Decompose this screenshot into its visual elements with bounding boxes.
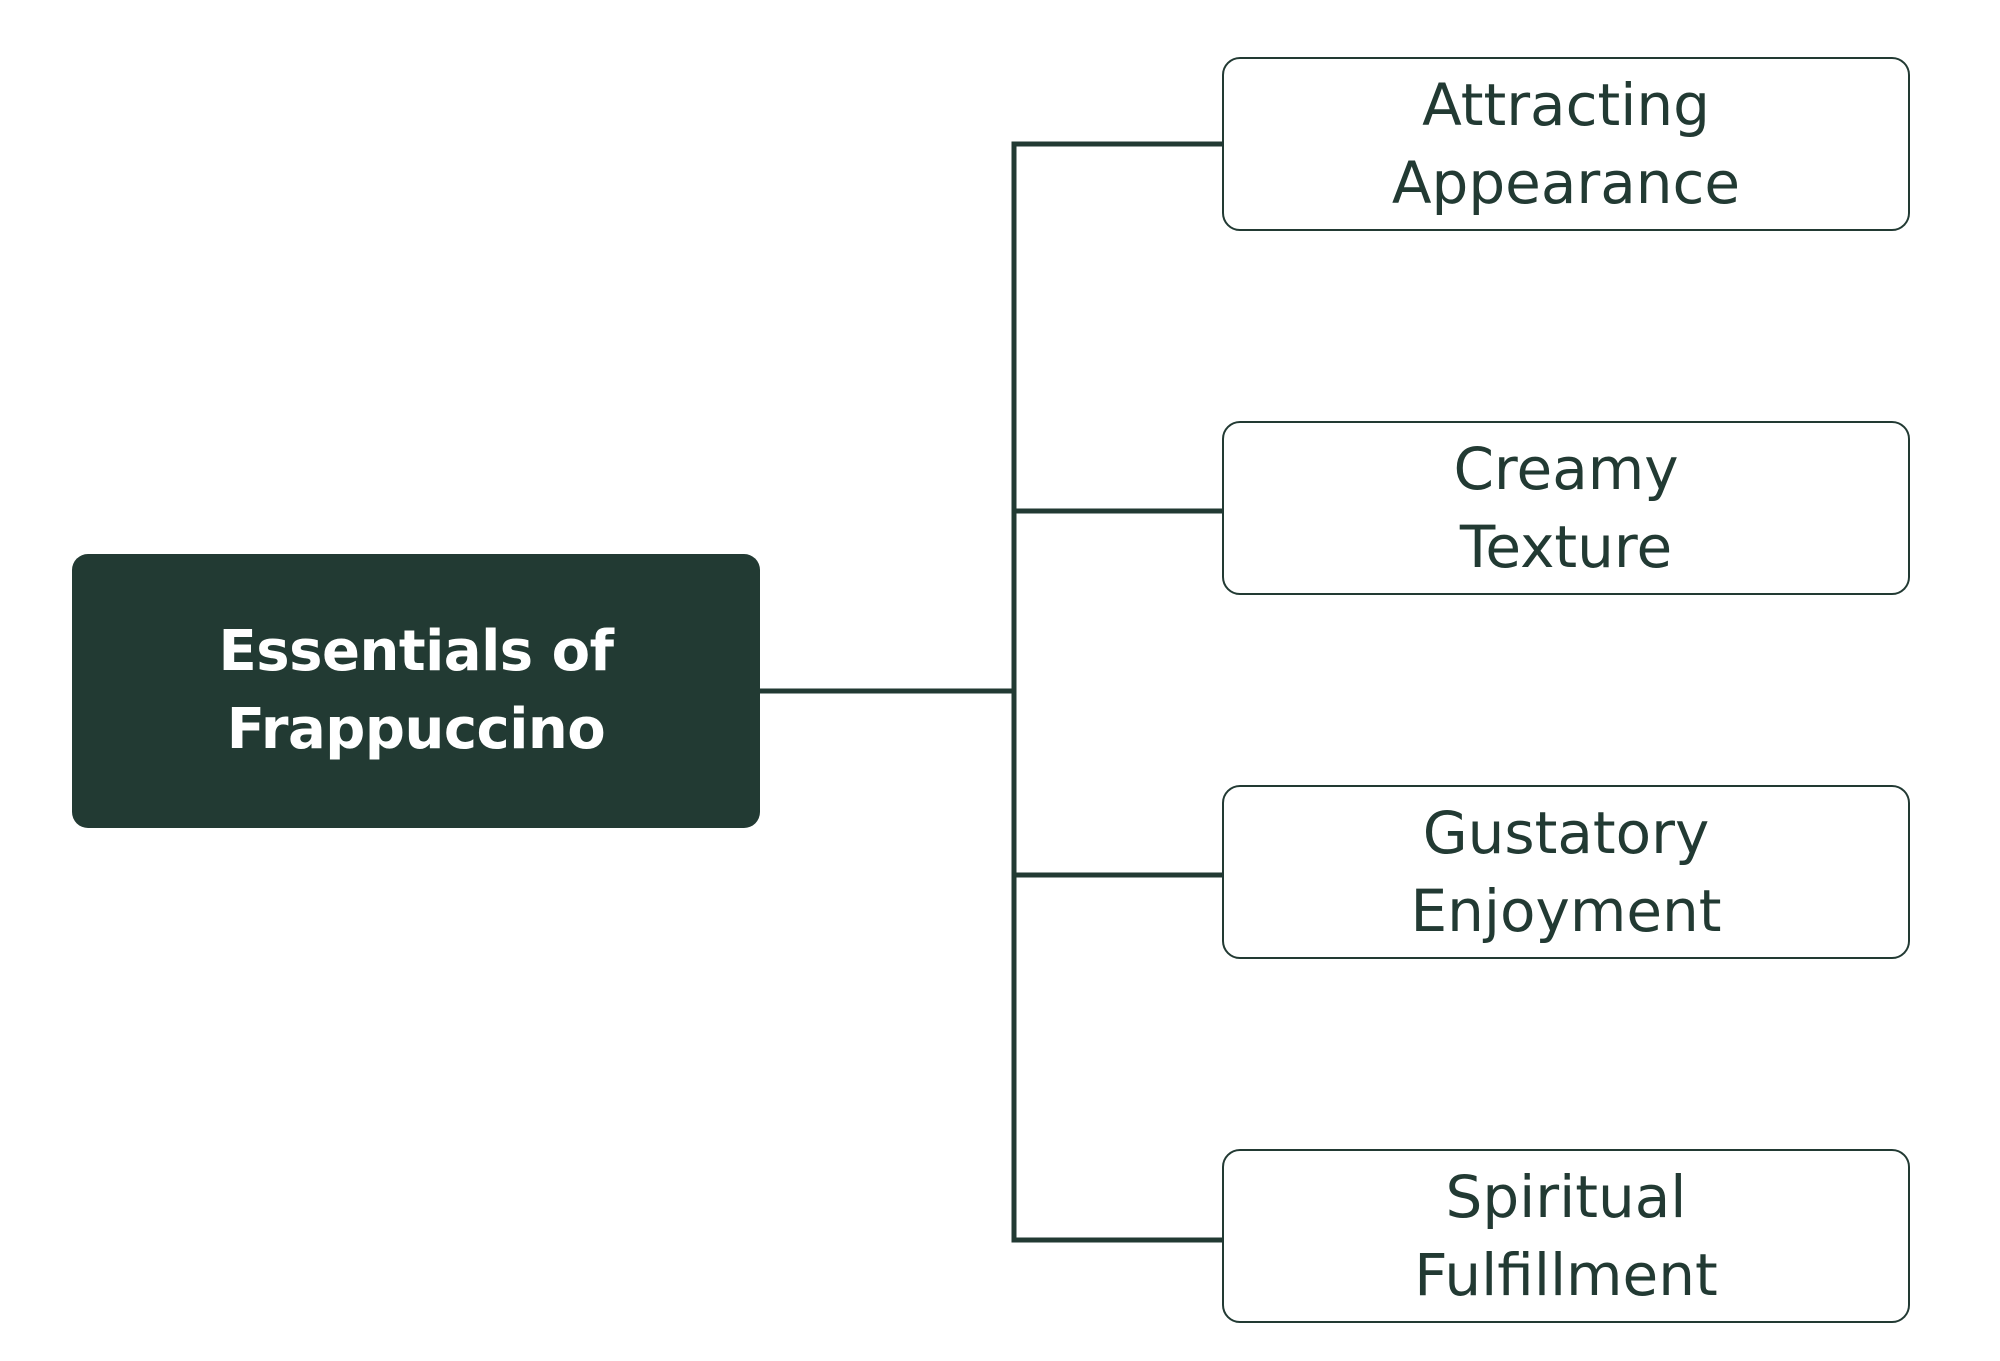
child-node-spiritual-fulfillment[interactable]: Spiritual Fulfillment	[1222, 1149, 1910, 1323]
child-node-attracting-appearance[interactable]: Attracting Appearance	[1222, 57, 1910, 231]
child-node-gustatory-enjoyment[interactable]: Gustatory Enjoyment	[1222, 785, 1910, 959]
root-node-label: Essentials of Frappuccino	[218, 619, 614, 762]
child-node-creamy-texture[interactable]: Creamy Texture	[1222, 421, 1910, 595]
child-node-label: Spiritual Fulfillment	[1414, 1163, 1718, 1309]
child-node-label: Gustatory Enjoyment	[1410, 799, 1722, 945]
child-node-label: Attracting Appearance	[1391, 71, 1741, 217]
root-node[interactable]: Essentials of Frappuccino	[72, 554, 760, 828]
child-node-label: Creamy Texture	[1453, 435, 1679, 581]
